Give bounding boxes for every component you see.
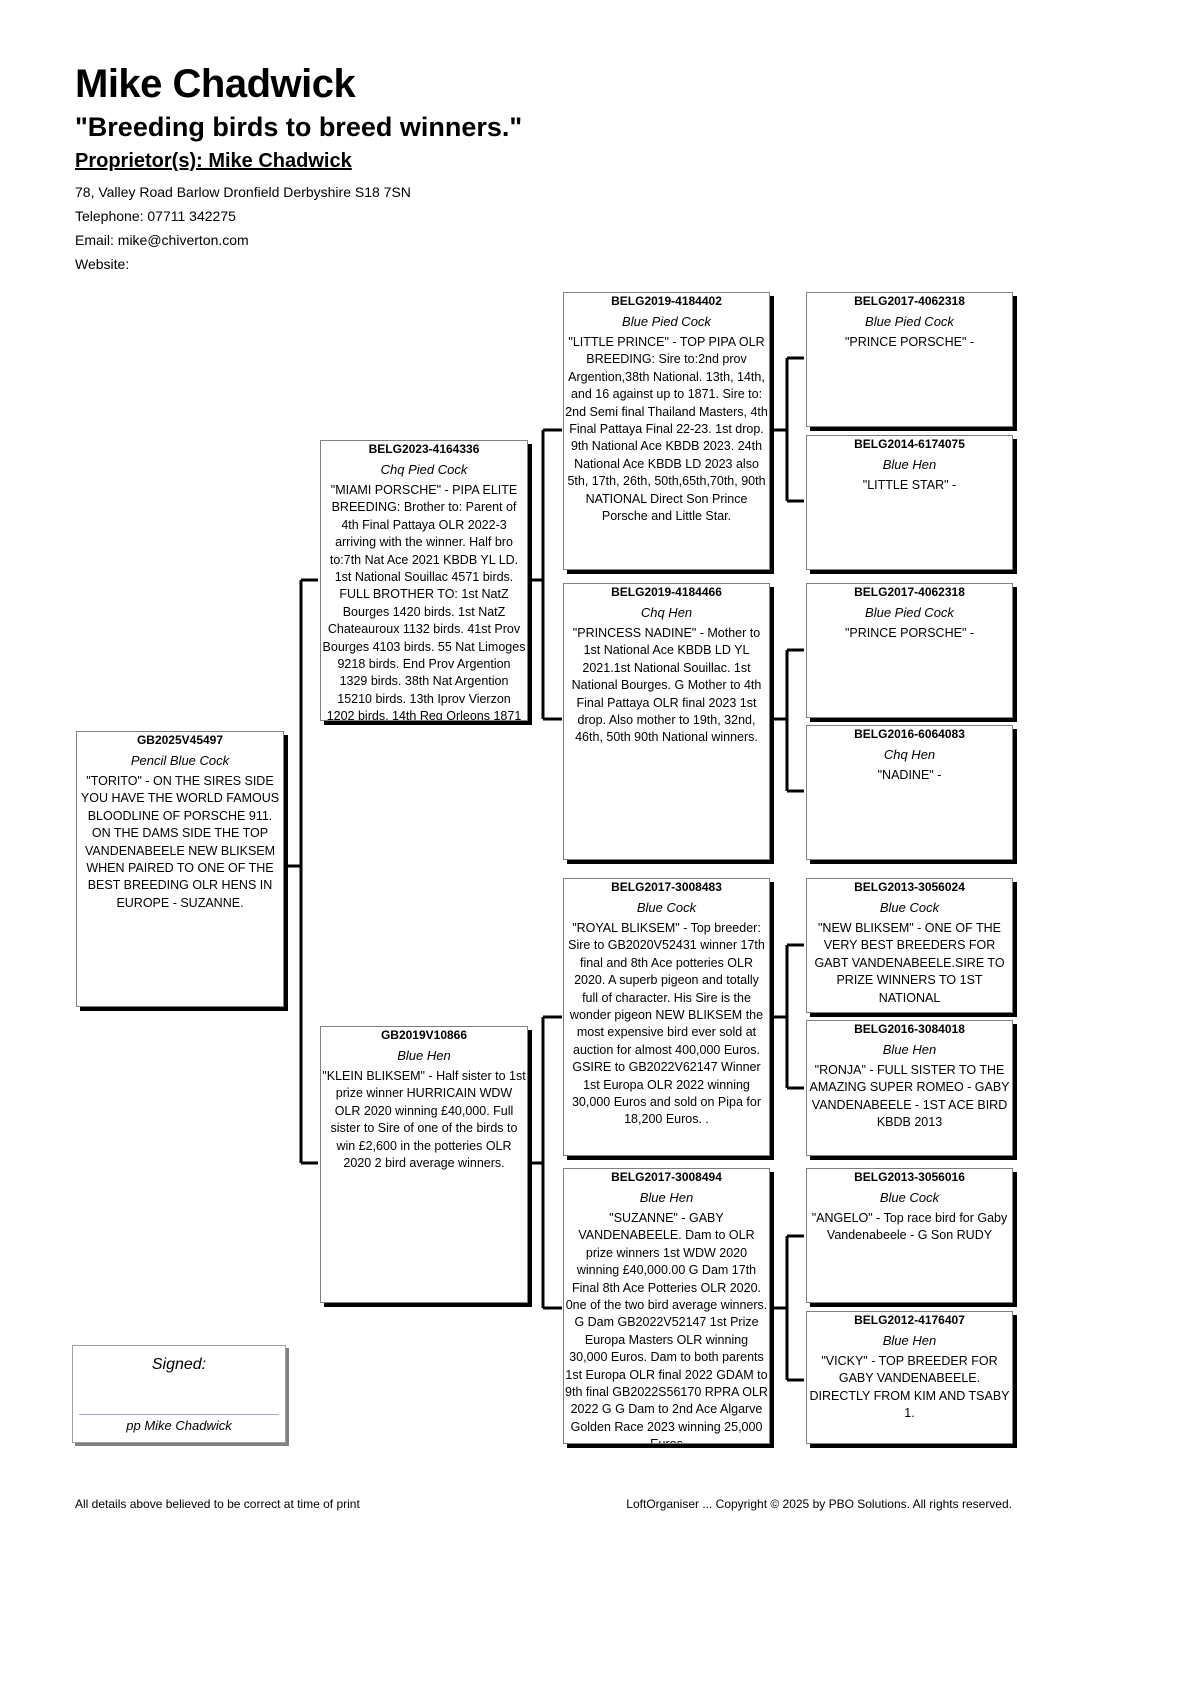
signature-line (79, 1414, 279, 1415)
ring-number: BELG2017-3008494 (611, 1170, 722, 1184)
ring-number: BELG2023-4164336 (368, 442, 480, 456)
breeder-name: Mike Chadwick (75, 62, 356, 106)
bird-colour: Pencil Blue Cock (130, 753, 230, 768)
bird-notes: "PRINCESS NADINE" - Mother to 1st Nation… (571, 626, 762, 745)
bird-colour: Blue Hen (639, 1190, 694, 1205)
pedigree-card-sds: BELG2017-4062318 Blue Pied Cock "PRINCE … (806, 583, 1013, 718)
pedigree-card-sss: BELG2017-4062318 Blue Pied Cock "PRINCE … (806, 292, 1013, 427)
bird-colour: Blue Cock (879, 1190, 940, 1205)
footer-copyright: LoftOrganiser ... Copyright © 2025 by PB… (626, 1497, 1012, 1511)
bird-notes: "MIAMI PORSCHE" - PIPA ELITE BREEDING: B… (322, 483, 526, 721)
bird-notes: "VICKY" - TOP BREEDER FOR GABY VANDENABE… (809, 1354, 1010, 1421)
bird-notes: "ANGELO" - Top race bird for Gaby Vanden… (811, 1211, 1008, 1243)
bird-notes: "LITTLE PRINCE" - TOP PIPA OLR BREEDING:… (565, 335, 768, 524)
signatory-name: pp Mike Chadwick (126, 1418, 232, 1433)
pedigree-card-dss: BELG2013-3056024 Blue Cock "NEW BLIKSEM"… (806, 878, 1013, 1013)
bird-notes: "PRINCE PORSCHE" - (844, 626, 975, 640)
pedigree-card-ssd: BELG2014-6174075 Blue Hen "LITTLE STAR" … (806, 435, 1013, 570)
ring-number: BELG2016-3084018 (854, 1022, 965, 1036)
pedigree-card-sdd: BELG2016-6064083 Chq Hen "NADINE" - (806, 725, 1013, 860)
signed-label: Signed: (151, 1356, 207, 1373)
bird-colour: Blue Cock (879, 900, 940, 915)
bird-notes: "RONJA" - FULL SISTER TO THE AMAZING SUP… (809, 1063, 1010, 1130)
bird-notes: "TORITO" - ON THE SIRES SIDE YOU HAVE TH… (80, 774, 280, 910)
ring-number: BELG2014-6174075 (854, 437, 965, 451)
bird-colour: Blue Hen (882, 457, 937, 472)
address-line: 78, Valley Road Barlow Dronfield Derbysh… (75, 184, 411, 200)
ring-number: BELG2017-4062318 (854, 294, 965, 308)
bird-colour: Blue Pied Cock (622, 314, 711, 329)
signature-box: Signed: pp Mike Chadwick (72, 1345, 286, 1443)
pedigree-card-sire-sire: BELG2019-4184402 Blue Pied Cock "LITTLE … (563, 292, 770, 570)
bird-colour: Chq Pied Cock (380, 462, 468, 477)
pedigree-card-sire: BELG2023-4164336 Chq Pied Cock "MIAMI PO… (320, 440, 528, 721)
ring-number: GB2019V10866 (380, 1028, 468, 1042)
bird-colour: Blue Pied Cock (865, 605, 954, 620)
bird-colour: Chq Hen (883, 747, 936, 762)
pedigree-card-sire-dam: BELG2019-4184466 Chq Hen "PRINCESS NADIN… (563, 583, 770, 860)
website-line: Website: (75, 256, 130, 272)
bird-colour: Blue Cock (636, 900, 697, 915)
bird-notes: "ROYAL BLIKSEM" - Top breeder: Sire to G… (568, 921, 765, 1127)
ring-number: BELG2013-3056016 (854, 1170, 965, 1184)
bird-notes: "NEW BLIKSEM" - ONE OF THE VERY BEST BRE… (814, 921, 1005, 1005)
ring-number: BELG2017-4062318 (854, 585, 965, 599)
ring-number: BELG2012-4176407 (854, 1313, 965, 1327)
pedigree-card-dsd: BELG2016-3084018 Blue Hen "RONJA" - FULL… (806, 1020, 1013, 1156)
bird-colour: Blue Hen (882, 1333, 937, 1348)
pedigree-card-ddd: BELG2012-4176407 Blue Hen "VICKY" - TOP … (806, 1311, 1013, 1444)
bird-colour: Blue Hen (397, 1048, 451, 1063)
ring-number: BELG2019-4184402 (611, 294, 722, 308)
pedigree-card-dam-sire: BELG2017-3008483 Blue Cock "ROYAL BLIKSE… (563, 878, 770, 1156)
bird-notes: "KLEIN BLIKSEM" - Half sister to 1st pri… (322, 1069, 526, 1171)
bird-colour: Chq Hen (640, 605, 693, 620)
bird-colour: Blue Hen (882, 1042, 937, 1057)
telephone-line: Telephone: 07711 342275 (75, 208, 236, 224)
proprietor-line: Proprietor(s): Mike Chadwick (75, 150, 352, 172)
pedigree-connectors (286, 356, 804, 1382)
bird-notes: "PRINCE PORSCHE" - (844, 335, 975, 349)
email-line: Email: mike@chiverton.com (75, 232, 249, 248)
pedigree-card-dds: BELG2013-3056016 Blue Cock "ANGELO" - To… (806, 1168, 1013, 1303)
pedigree-card-subject: GB2025V45497 Pencil Blue Cock "TORITO" -… (76, 731, 284, 1007)
footer-disclaimer: All details above believed to be correct… (75, 1497, 360, 1511)
breeder-slogan: "Breeding birds to breed winners." (75, 112, 523, 142)
bird-notes: "NADINE" - (877, 768, 942, 782)
ring-number: GB2025V45497 (136, 733, 224, 747)
ring-number: BELG2019-4184466 (611, 585, 722, 599)
ring-number: BELG2017-3008483 (611, 880, 722, 894)
ring-number: BELG2016-6064083 (854, 727, 965, 741)
pedigree-card-dam-dam: BELG2017-3008494 Blue Hen "SUZANNE" - GA… (563, 1168, 770, 1444)
pedigree-card-dam: GB2019V10866 Blue Hen "KLEIN BLIKSEM" - … (320, 1026, 528, 1303)
bird-notes: "LITTLE STAR" - (862, 478, 957, 492)
ring-number: BELG2013-3056024 (854, 880, 965, 894)
bird-notes: "SUZANNE" - GABY VANDENABEELE. Dam to OL… (565, 1211, 768, 1443)
bird-colour: Blue Pied Cock (865, 314, 954, 329)
